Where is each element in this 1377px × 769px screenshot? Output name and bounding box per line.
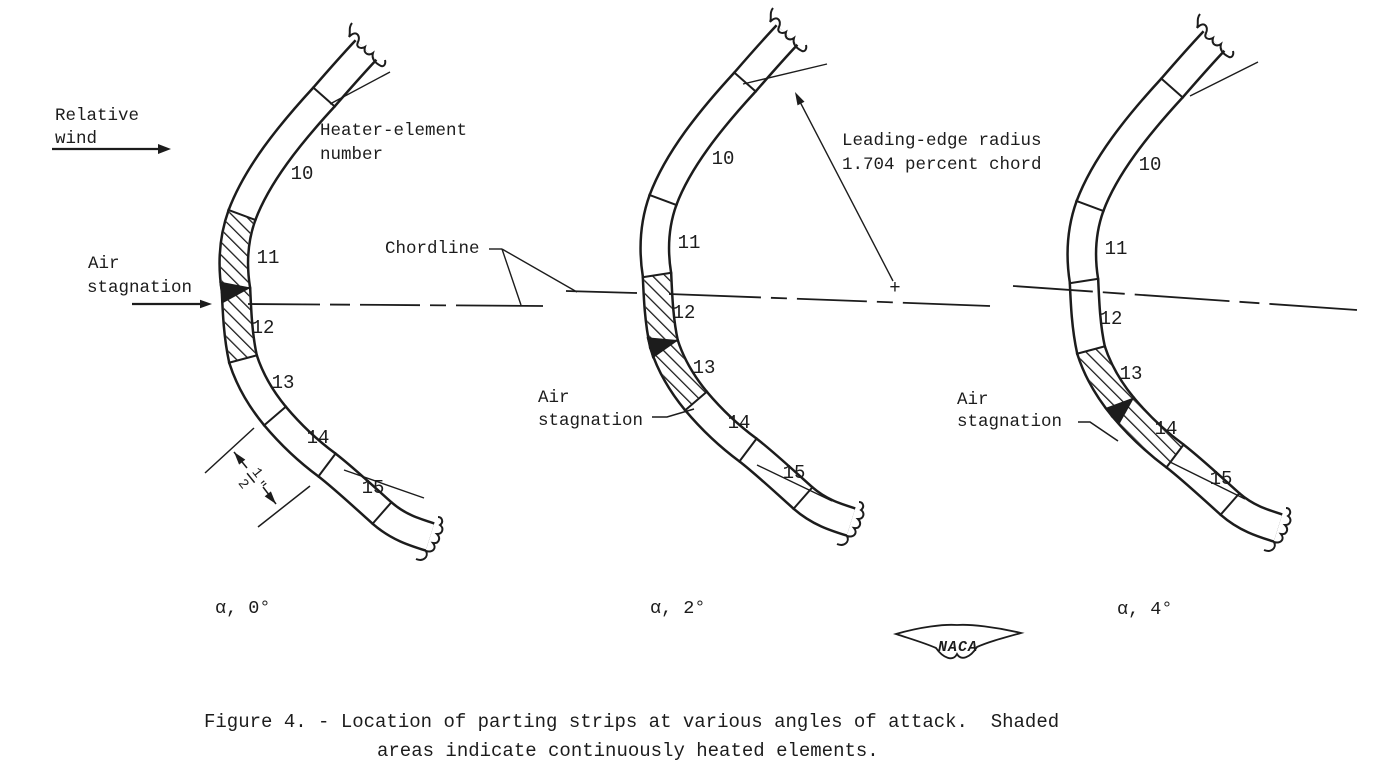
air-stagnation-leader: [652, 408, 695, 418]
relative-wind-label-line2: wind: [55, 129, 97, 149]
airfoil-diagram-alpha-2: [642, 8, 864, 545]
dimension-extension-line-lower: [257, 485, 311, 528]
naca-logo-text: NACA: [938, 639, 978, 656]
dimension-denominator: 2: [234, 476, 252, 493]
dimension-arrowhead-upper-icon: [234, 452, 246, 465]
airfoil-diagram-alpha-4: [1069, 14, 1291, 551]
naca-logo: NACA: [892, 623, 1025, 660]
airfoil-diagram-alpha-0: [219, 23, 442, 560]
air-stagnation-label-line1: Air: [538, 388, 570, 408]
air-stagnation-arrowhead-icon: [200, 299, 212, 309]
chordline-alpha-2-fore: [565, 290, 638, 294]
relative-wind-label-line1: Relative: [55, 106, 139, 126]
air-stagnation-label-line1: Air: [88, 254, 120, 274]
air-stagnation-label-line2: stagnation: [957, 412, 1062, 432]
surface-tangent-top: [329, 71, 391, 105]
dimension-arrowhead-lower-icon: [264, 491, 276, 504]
parting-strip-wedge: [646, 337, 679, 359]
parting-strip-wedge: [1104, 397, 1135, 426]
surface-tangent-bottom: [343, 469, 425, 499]
surface-tangent-top: [1189, 61, 1259, 97]
surface-tangent-bottom: [756, 464, 833, 502]
chordline-label: Chordline: [385, 239, 480, 259]
le-radius-arrowhead-icon: [795, 92, 805, 106]
parting-strip-wedge: [219, 281, 252, 304]
alpha-label-4: α, 4°: [1117, 599, 1173, 620]
air-stagnation-leader: [1078, 421, 1119, 442]
surface-tangent-bottom: [1169, 461, 1246, 500]
air-stagnation-label-line1: Air: [957, 390, 989, 410]
naca-wing-icon: [892, 623, 1025, 660]
dimension-extension-line-upper: [204, 427, 255, 474]
le-radius-label-line2: 1.704 percent chord: [842, 155, 1042, 175]
chordline-alpha-2-aft: [668, 293, 991, 307]
le-radius-center-mark: +: [889, 277, 900, 299]
air-stagnation-label-line2: stagnation: [87, 278, 192, 298]
relative-wind-arrowhead-icon: [158, 144, 171, 154]
chordline-leader-right: [501, 248, 578, 293]
heater-element-label-line1: Heater-element: [320, 121, 467, 141]
surface-tangent-top: [742, 63, 828, 85]
leading-edge-band: [642, 8, 864, 545]
chordline-leader-left: [501, 248, 522, 306]
air-stagnation-label-line2: stagnation: [538, 411, 643, 431]
fraction-bar: [246, 472, 256, 484]
figure-caption-line1: Figure 4. - Location of parting strips a…: [204, 711, 1059, 733]
alpha-label-0: α, 0°: [215, 598, 271, 619]
chordline-alpha-4: [1012, 285, 1358, 311]
heater-element-label-line2: number: [320, 145, 383, 165]
le-radius-label-line1: Leading-edge radius: [842, 131, 1042, 151]
chordline-alpha-0: [247, 303, 544, 307]
le-radius-arrow-line: [797, 97, 894, 282]
alpha-label-2: α, 2°: [650, 598, 706, 619]
leading-edge-band: [1069, 14, 1291, 551]
figure-caption-line2: areas indicate continuously heated eleme…: [377, 740, 879, 762]
